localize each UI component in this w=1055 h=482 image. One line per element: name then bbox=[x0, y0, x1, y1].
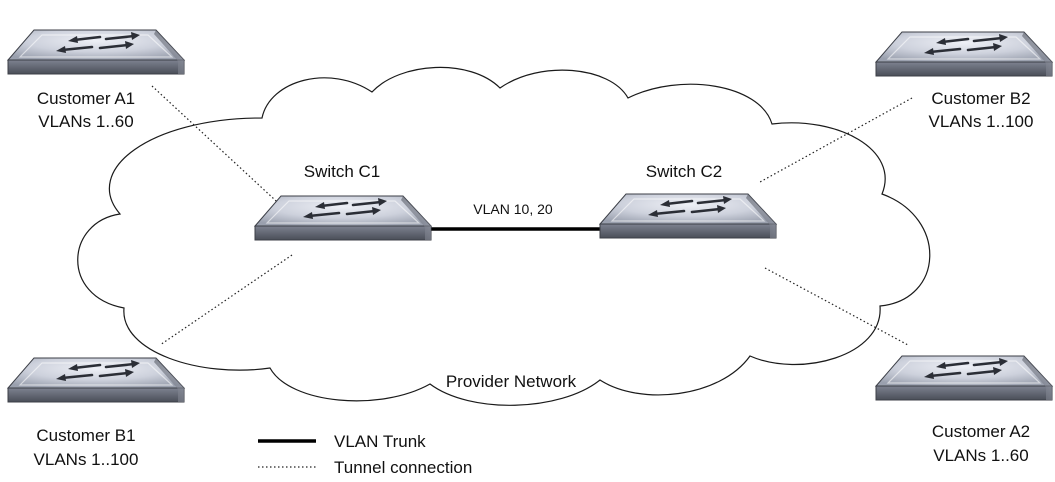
switch-c2-label: Switch C2 bbox=[646, 162, 723, 181]
provider-network-cloud bbox=[77, 66, 931, 406]
customer-a2-switch-icon[interactable] bbox=[874, 354, 1054, 402]
customer-b1-name: Customer B1 bbox=[36, 426, 135, 445]
legend-trunk-label: VLAN Trunk bbox=[334, 432, 426, 451]
customer-a1-name: Customer A1 bbox=[37, 89, 135, 108]
tunnel-line-a2 bbox=[764, 267, 909, 346]
customer-b1-vlans: VLANs 1..100 bbox=[34, 450, 139, 469]
switch-c1-label: Switch C1 bbox=[304, 162, 381, 181]
customer-b2-vlans: VLANs 1..100 bbox=[929, 112, 1034, 131]
customer-b2-name: Customer B2 bbox=[931, 89, 1030, 108]
tunnel-line-b2 bbox=[759, 97, 913, 183]
switch-c1-icon[interactable] bbox=[253, 194, 433, 242]
legend: VLAN Trunk Tunnel connection bbox=[258, 432, 472, 477]
switch-c2-icon[interactable] bbox=[598, 192, 778, 240]
tunnel-line-a1 bbox=[151, 85, 289, 213]
provider-network-label: Provider Network bbox=[446, 372, 577, 391]
trunk-label: VLAN 10, 20 bbox=[473, 201, 553, 217]
customer-a1-switch-icon[interactable] bbox=[6, 28, 186, 76]
customer-b1-switch-icon[interactable] bbox=[6, 356, 186, 404]
customer-a1-vlans: VLANs 1..60 bbox=[38, 112, 133, 131]
customer-a2-vlans: VLANs 1..60 bbox=[933, 446, 1028, 465]
legend-tunnel-label: Tunnel connection bbox=[334, 458, 472, 477]
customer-a2-name: Customer A2 bbox=[932, 422, 1030, 441]
customer-b2-switch-icon[interactable] bbox=[874, 30, 1054, 78]
tunnel-line-b1 bbox=[159, 254, 293, 346]
